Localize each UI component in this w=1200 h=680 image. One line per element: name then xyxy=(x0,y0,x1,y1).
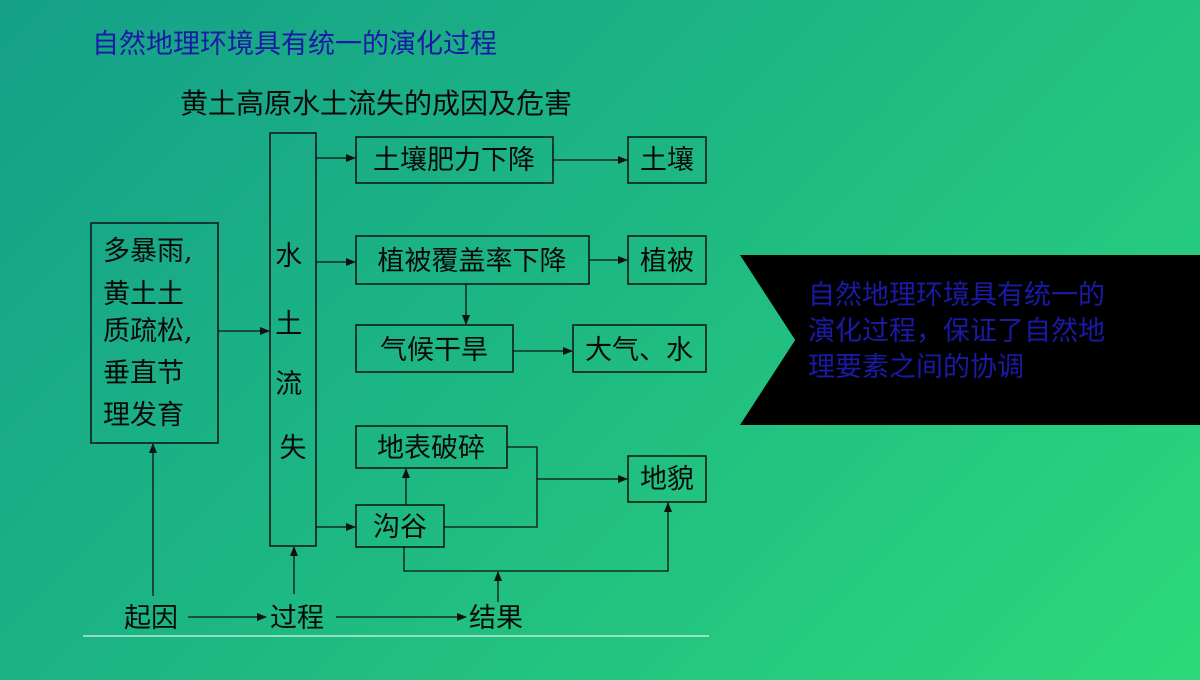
box-landform: 地貌 xyxy=(627,455,707,503)
svg-text:大气、水: 大气、水 xyxy=(585,335,693,366)
process-char: 失 xyxy=(280,433,307,464)
process-box: 水 土 流 失 xyxy=(269,132,317,547)
cause-box: 多暴雨, 黄土土 质疏松, 垂直节 理发育 xyxy=(90,222,219,444)
svg-text:土壤肥力下降: 土壤肥力下降 xyxy=(373,145,535,176)
box-vegetation: 植被 xyxy=(627,235,707,285)
svg-text:土壤: 土壤 xyxy=(640,145,694,176)
cause-line: 理发育 xyxy=(103,400,184,431)
box-gully: 沟谷 xyxy=(355,504,445,548)
cause-line: 质疏松, xyxy=(103,316,193,347)
box-surface: 地表破碎 xyxy=(355,425,508,469)
legend-result: 结果 xyxy=(469,603,523,634)
callout-text: 自然地理环境具有统一的 演化过程，保证了自然地 理要素之间的协调 xyxy=(808,280,1105,383)
box-climate: 气候干旱 xyxy=(355,324,514,373)
connectors xyxy=(149,154,672,621)
svg-text:气候干旱: 气候干旱 xyxy=(380,335,488,366)
callout-shape xyxy=(740,255,1200,425)
cause-line: 黄土土 xyxy=(103,279,184,310)
box-soil-fertility: 土壤肥力下降 xyxy=(355,136,554,184)
process-char: 流 xyxy=(275,369,302,400)
svg-text:地貌: 地貌 xyxy=(640,464,694,495)
box-vegetation-cover: 植被覆盖率下降 xyxy=(355,235,590,285)
cause-line: 垂直节 xyxy=(103,358,184,389)
svg-text:地表破碎: 地表破碎 xyxy=(377,433,485,464)
process-char: 水 xyxy=(275,241,302,272)
legend-process: 过程 xyxy=(270,603,324,634)
box-soil: 土壤 xyxy=(627,136,707,184)
cause-line: 多暴雨, xyxy=(103,236,193,267)
slide-title: 自然地理环境具有统一的演化过程 xyxy=(92,29,497,60)
box-atmosphere-water: 大气、水 xyxy=(572,324,707,373)
process-char: 土 xyxy=(275,309,302,340)
svg-text:水 土 流 失: 水 土 流 失 xyxy=(275,241,311,464)
svg-text:植被: 植被 xyxy=(640,246,694,277)
svg-text:植被覆盖率下降: 植被覆盖率下降 xyxy=(378,246,567,277)
legend-cause: 起因 xyxy=(124,603,178,634)
diagram-title: 黄土高原水土流失的成因及危害 xyxy=(180,87,572,120)
svg-text:多暴雨, 黄土土 质疏松,: 多暴雨, 黄土土 质疏松, 垂直节 理发育 xyxy=(103,236,201,431)
svg-text:沟谷: 沟谷 xyxy=(373,512,427,543)
